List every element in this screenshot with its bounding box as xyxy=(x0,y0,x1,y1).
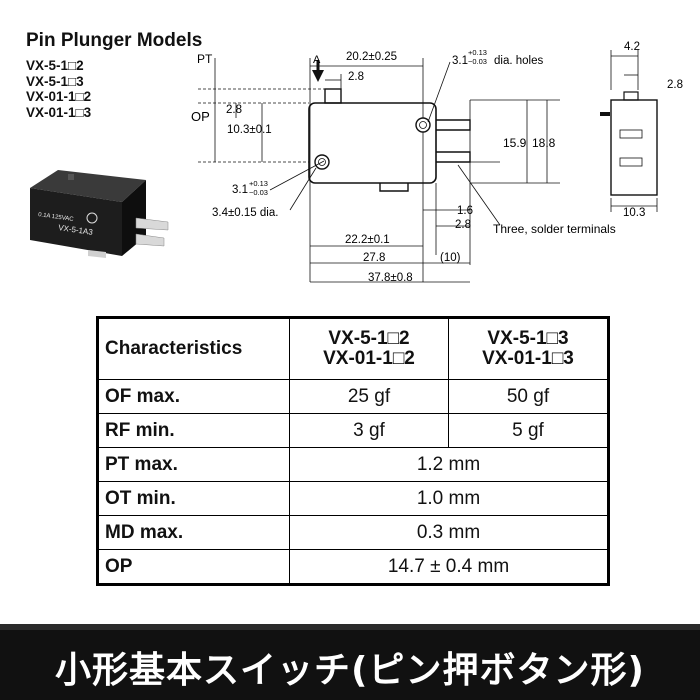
row-value-b: 50 gf xyxy=(448,379,609,414)
row-label: PT max. xyxy=(97,447,290,482)
model-item: VX-5-1□3 xyxy=(26,73,84,89)
dim-37-8: 37.8±0.8 xyxy=(368,272,413,284)
terminals-note: Three, solder terminals xyxy=(493,222,616,236)
col-a-line-2: VX-01-1□2 xyxy=(323,348,415,369)
row-label: OT min. xyxy=(97,481,290,516)
spec-sheet-top: Pin Plunger Models VX-5-1□2 VX-5-1□3 VX-… xyxy=(0,0,700,300)
dim-3-4: 3.4±0.15 dia. xyxy=(212,207,278,219)
holes-tol-up: +0.13 xyxy=(468,48,487,57)
dim-2-8-bot: 2.8 xyxy=(455,219,471,231)
row-value: 14.7 ± 0.4 mm xyxy=(289,549,609,585)
characteristics-table: Characteristics VX-5-1□2 VX-01-1□2 VX-5-… xyxy=(96,316,610,586)
dim-3-1: 3.1 xyxy=(232,184,248,196)
col-b-line-2: VX-01-1□3 xyxy=(482,348,574,369)
row-label: OP xyxy=(97,549,290,585)
row-value: 1.0 mm xyxy=(289,481,609,516)
row-value-b: 5 gf xyxy=(448,413,609,448)
mounting-hole-left xyxy=(314,154,330,170)
row-label: OF max. xyxy=(97,379,290,414)
op-label: OP xyxy=(191,109,210,124)
dim-3-1-up: +0.13 xyxy=(249,179,268,188)
footer-title: 小形基本スイッチ(ピン押ボタン形) xyxy=(55,650,645,691)
table-header-col-a: VX-5-1□2 VX-01-1□2 xyxy=(289,317,449,380)
dim-3-1-dn: −0.03 xyxy=(249,188,268,197)
col-b-line-1: VX-5-1□3 xyxy=(487,328,569,349)
dim-18-8: 18.8 xyxy=(532,136,556,150)
mounting-hole-right xyxy=(415,117,431,133)
pt-label: PT xyxy=(197,52,213,66)
table-row: MD max. 0.3 mm xyxy=(97,515,609,550)
dim-22-2: 22.2±0.1 xyxy=(345,234,390,246)
model-list: VX-5-1□2 VX-5-1□3 VX-01-1□2 VX-01-1□3 xyxy=(26,58,91,120)
model-item: VX-5-1□2 xyxy=(26,58,84,73)
switch-body-outline xyxy=(308,102,437,184)
holes-dia: 3.1 xyxy=(452,55,468,67)
footer-banner: 小形基本スイッチ(ピン押ボタン形) xyxy=(0,624,700,700)
dim-10-paren: (10) xyxy=(440,252,461,264)
table-header-col-b: VX-5-1□3 VX-01-1□3 xyxy=(448,317,609,380)
row-value: 0.3 mm xyxy=(289,515,609,550)
row-label: RF min. xyxy=(97,413,290,448)
table-row: OP 14.7 ± 0.4 mm xyxy=(97,549,609,585)
model-item: VX-01-1□2 xyxy=(26,89,92,104)
plunger-outline xyxy=(324,88,342,104)
dim-1-6: 1.6 xyxy=(457,205,473,217)
col-a-line-1: VX-5-1□2 xyxy=(328,328,410,349)
model-item: VX-01-1□3 xyxy=(26,104,92,120)
side-dim-4-2: 4.2 xyxy=(624,41,640,53)
row-label: MD max. xyxy=(97,515,290,550)
row-value-a: 25 gf xyxy=(289,379,449,414)
dim-27-8: 27.8 xyxy=(363,252,385,264)
holes-text: dia. holes xyxy=(494,55,543,67)
table-row: OT min. 1.0 mm xyxy=(97,481,609,516)
table-header-label: Characteristics xyxy=(97,317,290,380)
holes-tol-dn: −0.03 xyxy=(468,57,487,66)
photo-text-1: 0.1A 125VAC xyxy=(38,212,75,223)
table-header-row: Characteristics VX-5-1□2 VX-01-1□2 VX-5-… xyxy=(97,317,609,380)
side-dim-10-3: 10.3 xyxy=(623,207,645,219)
table-row: RF min. 3 gf 5 gf xyxy=(97,413,609,448)
dim-10-3: 10.3±0.1 xyxy=(227,124,272,136)
row-value-a: 3 gf xyxy=(289,413,449,448)
a-label: A xyxy=(313,54,321,66)
row-value: 1.2 mm xyxy=(289,447,609,482)
side-view-outline xyxy=(610,99,658,196)
dim-2-8-left: 2.8 xyxy=(226,104,242,116)
table-row: OF max. 25 gf 50 gf xyxy=(97,379,609,414)
dim-2-8-top: 2.8 xyxy=(348,71,364,83)
section-title: Pin Plunger Models xyxy=(26,30,203,51)
table-row: PT max. 1.2 mm xyxy=(97,447,609,482)
product-photo: 0.1A 125VAC VX-5-1A3 xyxy=(30,170,169,258)
side-dim-2-8: 2.8 xyxy=(667,79,683,91)
dim-15-9: 15.9 xyxy=(503,136,527,150)
dim-20-2: 20.2±0.25 xyxy=(346,51,397,63)
dimension-drawing: PT A OP 20.2±0.25 3.1 +0.13 −0.03 dia. h… xyxy=(191,41,683,284)
